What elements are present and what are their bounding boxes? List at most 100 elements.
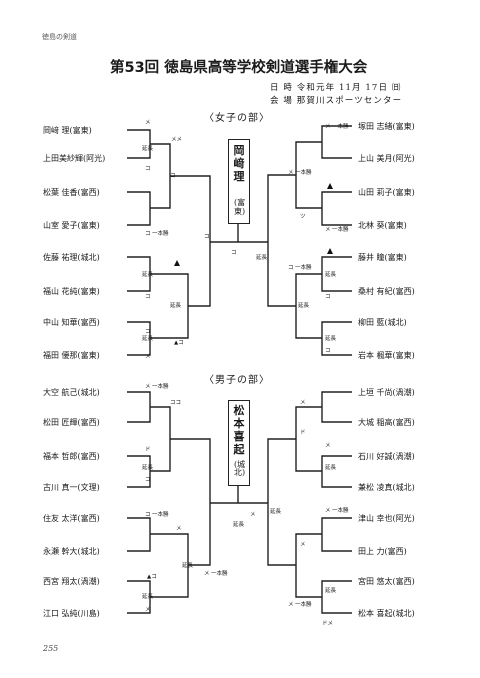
mark-me-circle: メ xyxy=(145,120,151,126)
mark-encho: 延長 xyxy=(142,146,154,152)
player-school: (城北) xyxy=(392,483,415,492)
girls-right-entry-4: 北林 葵(富東) xyxy=(358,220,407,231)
player-school: (富東) xyxy=(392,351,415,360)
mark-ko-circle: コ xyxy=(145,294,151,300)
boys-right-r3-lines xyxy=(267,438,296,566)
mark-ippon: 一本勝 xyxy=(211,571,228,577)
mark-hansoku xyxy=(327,248,333,254)
player-school: (城北) xyxy=(77,388,100,397)
boys-winner-box: 松本喜起 (城北) xyxy=(228,400,250,486)
player-name: 上田美紗輝 xyxy=(43,154,83,163)
page-number: 255 xyxy=(43,644,59,653)
girls-left-entry-7: 中山 知華(富西) xyxy=(43,317,100,328)
mark-me-circle: メ xyxy=(325,124,331,130)
player-school: (富西) xyxy=(392,287,415,296)
girls-right-entry-8: 岩本 楓華(富東) xyxy=(358,350,415,361)
mark-me-circle: メ xyxy=(176,526,182,532)
mark-ko-circle: コ xyxy=(288,265,294,271)
mark-encho: 延長 xyxy=(233,522,245,528)
player-school: (富東) xyxy=(384,253,407,262)
mark-me-circle: メ xyxy=(325,443,331,449)
mark-encho: 延長 xyxy=(256,255,268,261)
mark-hansoku-ko: ▲コ xyxy=(174,340,184,346)
player-name: 福本 哲郎 xyxy=(43,452,78,461)
boys-winner-school: (城北) xyxy=(234,460,246,477)
mark-encho: 延長 xyxy=(298,303,310,309)
player-name: 大城 稲高 xyxy=(358,418,393,427)
boys-right-entry-2: 大城 稲高(富西) xyxy=(358,417,415,428)
player-name: 松本 喜起 xyxy=(358,609,393,618)
date-line: 日 時 令和元年 11月 17日 ㈰ xyxy=(270,83,402,93)
mark-hansoku-ko: ▲コ xyxy=(147,574,157,580)
player-school: (富西) xyxy=(77,318,100,327)
player-school: (城北) xyxy=(392,609,415,618)
player-school: (富東) xyxy=(77,351,100,360)
player-school: (富東) xyxy=(69,126,92,135)
player-name: 柳田 藍 xyxy=(358,318,385,327)
player-school: (阿光) xyxy=(392,154,415,163)
player-name: 古川 真一 xyxy=(43,483,78,492)
girls-heading: 〈女子の部〉 xyxy=(204,113,270,124)
boys-left-entry-2: 松田 匠輝(富西) xyxy=(43,417,100,428)
girls-right-entry-2: 上山 美月(阿光) xyxy=(358,153,415,164)
girls-right-entry-5: 藤井 瞳(富東) xyxy=(358,252,407,263)
mark-ippon: 一本勝 xyxy=(152,512,169,518)
mark-ippon: 一本勝 xyxy=(332,227,349,233)
player-name: 藤井 瞳 xyxy=(358,253,385,262)
mark-ko-circle: コ xyxy=(145,477,151,483)
player-name: 桑村 有紀 xyxy=(358,287,393,296)
player-name: 北林 葵 xyxy=(358,221,385,230)
boys-winner-name: 松本喜起 xyxy=(233,404,245,456)
boys-left-entry-8: 江口 弘純(川島) xyxy=(43,608,100,619)
player-school: (富西) xyxy=(77,452,100,461)
mark-me-circle: メ xyxy=(288,602,294,608)
player-name: 岡﨑 理 xyxy=(43,126,70,135)
player-school: (渦潮) xyxy=(392,452,415,461)
boys-right-entry-1: 上垣 千尚(渦潮) xyxy=(358,387,415,398)
mark-encho: 延長 xyxy=(325,465,337,471)
player-name: 住友 太洋 xyxy=(43,514,78,523)
boys-right-entry-7: 宮田 悠太(富西) xyxy=(358,576,415,587)
player-school: (城北) xyxy=(77,253,100,262)
mark-encho: 延長 xyxy=(325,336,337,342)
mark-hansoku xyxy=(174,260,180,266)
page-title: 第53回 徳島県高等学校剣道選手権大会 xyxy=(110,60,368,76)
girls-left-entry-4: 山室 愛子(富東) xyxy=(43,220,100,231)
mark-dm: ドメ xyxy=(322,621,334,627)
mark-do-circle: ド xyxy=(300,430,306,436)
player-name: 佐藤 祐理 xyxy=(43,253,78,262)
mark-me-circle: メ xyxy=(300,400,306,406)
girls-left-entry-6: 福山 花純(富東) xyxy=(43,286,100,297)
boys-right-r1-lines xyxy=(321,391,352,614)
girls-left-entry-5: 佐藤 祐理(城北) xyxy=(43,252,100,263)
player-school: (渦潮) xyxy=(77,577,100,586)
player-school: (阿光) xyxy=(392,514,415,523)
boys-right-entry-6: 田上 力(富西) xyxy=(358,546,407,557)
player-school: (城北) xyxy=(77,547,100,556)
player-school: (富東) xyxy=(392,122,415,131)
player-school: (富西) xyxy=(77,514,100,523)
mark-encho: 延長 xyxy=(325,588,337,594)
player-name: 津山 幸也 xyxy=(358,514,393,523)
mark-me-circle: メ xyxy=(204,571,210,577)
player-name: 西宮 翔太 xyxy=(43,577,78,586)
mark-me-circle: メ xyxy=(145,384,151,390)
mark-encho: 延長 xyxy=(142,272,154,278)
mark-encho: 延長 xyxy=(142,336,154,342)
mark-ko-circle: コ xyxy=(145,329,151,335)
boys-right-entry-5: 津山 幸也(阿光) xyxy=(358,513,415,524)
player-name: 松田 匠輝 xyxy=(43,418,78,427)
player-school: (富東) xyxy=(77,287,100,296)
girls-left-entry-2: 上田美紗輝(阿光) xyxy=(43,153,105,164)
mark-ko-circle: コ xyxy=(325,294,331,300)
boys-left-entry-7: 西宮 翔太(渦潮) xyxy=(43,576,100,587)
boys-left-entry-3: 福本 哲郎(富西) xyxy=(43,451,100,462)
mark-ko-circle: コ xyxy=(170,173,176,179)
player-school: (富東) xyxy=(77,221,100,230)
player-school: (城北) xyxy=(384,318,407,327)
girls-right-entry-7: 柳田 藍(城北) xyxy=(358,317,407,328)
player-name: 松葉 佳香 xyxy=(43,188,78,197)
player-name: 宮田 悠太 xyxy=(358,577,393,586)
mark-encho: 延長 xyxy=(182,563,194,569)
player-name: 兼松 凌真 xyxy=(358,483,393,492)
